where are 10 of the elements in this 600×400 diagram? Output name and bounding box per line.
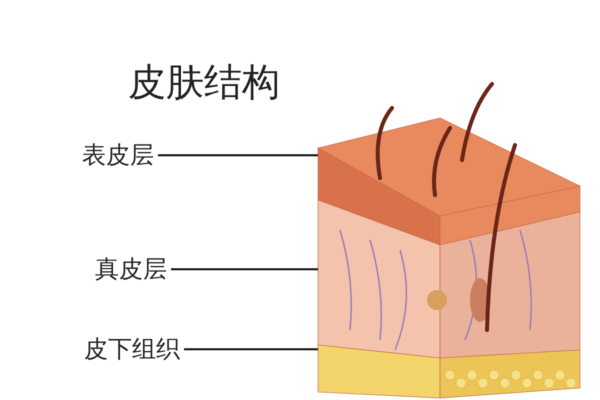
layer-label: 皮下组织 <box>84 336 180 362</box>
layer-label: 表皮层 <box>82 142 154 168</box>
layer-label: 真皮层 <box>95 256 167 282</box>
leader-line <box>158 154 318 156</box>
skin-layer-drawing <box>317 118 581 246</box>
leader-line <box>171 268 318 270</box>
leader-line <box>184 348 318 350</box>
skin-layer-drawing <box>318 344 580 398</box>
skin-layer-drawing <box>318 200 580 358</box>
title: 皮肤结构 <box>128 62 280 104</box>
